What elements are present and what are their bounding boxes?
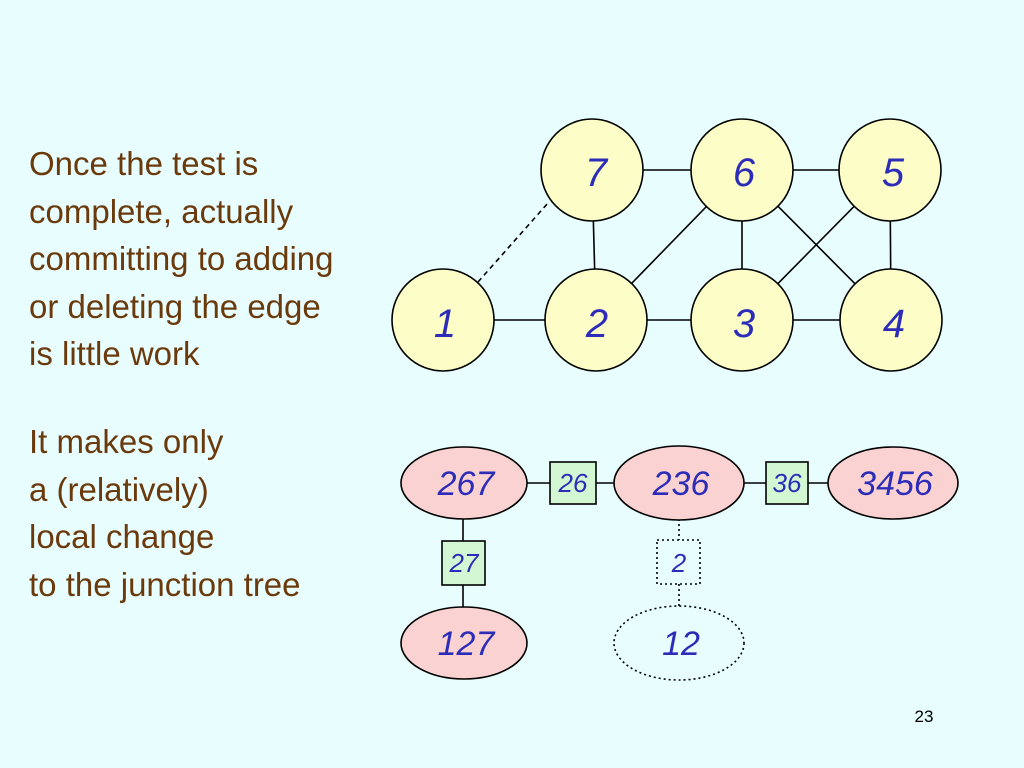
graph-nodes — [391, 118, 943, 372]
graph-node-label: 1 — [434, 302, 456, 346]
graph-node-label: 2 — [585, 302, 608, 346]
text-line: It makes only — [29, 423, 224, 460]
separator-label: 27 — [449, 548, 480, 578]
junction-tree-labels: 267 236 3456 127 12 26 36 27 2 — [437, 465, 933, 663]
separator-27 — [441, 540, 486, 586]
text-line: a (relatively) — [29, 470, 209, 508]
graph-node-label: 3 — [733, 302, 755, 346]
separator-26 — [549, 461, 597, 505]
graph-node-labels: 7 6 5 1 2 3 4 — [434, 151, 905, 346]
graph-node-label: 4 — [883, 302, 905, 346]
clique-3456 — [827, 446, 959, 520]
separator-36 — [765, 461, 809, 505]
clique-label: 3456 — [857, 465, 933, 503]
graph-node-4 — [839, 268, 943, 372]
junction-tree-edges — [462, 482, 828, 607]
graph-node-5 — [838, 118, 942, 222]
text-line: Once the test is — [29, 145, 259, 182]
tentative-clique-label: 12 — [662, 625, 700, 663]
tentative-separator-label: 2 — [671, 548, 687, 578]
page-number: 23 — [914, 707, 934, 726]
clique-label: 267 — [437, 465, 496, 503]
tentative-clique-12 — [613, 605, 745, 681]
text-line: or deleting the edge — [29, 287, 321, 325]
separator-label: 36 — [773, 468, 802, 498]
graph-node-7 — [540, 118, 644, 222]
cliques — [400, 445, 959, 680]
graph-node-6 — [690, 118, 794, 222]
clique-label: 236 — [652, 465, 710, 503]
explanation-paragraph-1: Once the test is complete, actually comm… — [29, 140, 334, 378]
clique-236 — [613, 445, 745, 521]
tentative-separator-2 — [656, 539, 701, 585]
explanation-paragraph-2: It makes only a (relatively) local chang… — [29, 418, 301, 608]
proposed-edge-1-7 — [477, 202, 549, 283]
text-line: to the junction tree — [29, 565, 301, 603]
text-line: complete, actually — [29, 192, 294, 230]
graph-node-label: 7 — [585, 151, 609, 195]
clique-127 — [400, 606, 528, 680]
clique-267 — [400, 446, 528, 520]
text-line: is little work — [29, 335, 200, 372]
graph-node-3 — [690, 268, 794, 372]
graph-node-2 — [544, 268, 648, 372]
graph-node-label: 6 — [733, 151, 756, 195]
graph-node-label: 5 — [882, 151, 905, 195]
separator-label: 26 — [558, 468, 588, 498]
text-line: local change — [29, 518, 215, 555]
separators — [441, 461, 809, 586]
graph-node-1 — [391, 268, 495, 372]
clique-label: 127 — [438, 625, 496, 663]
text-line: committing to adding — [29, 240, 334, 277]
